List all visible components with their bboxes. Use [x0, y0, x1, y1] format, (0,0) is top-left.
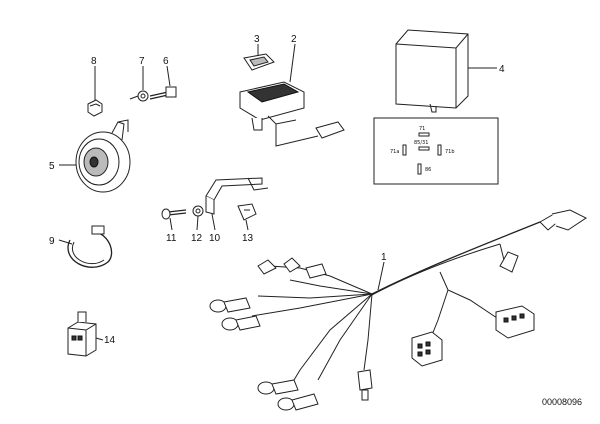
label-part-1: 1: [381, 252, 387, 263]
relay-pin-diagram: 71 85/31 71a 71b 86: [373, 117, 499, 185]
pin-71-label: 71: [419, 126, 425, 132]
horn-switch: [239, 81, 345, 147]
pin-85-31-label: 85/31: [414, 140, 428, 146]
label-part-14: 14: [104, 335, 116, 346]
cover-plate: [243, 53, 275, 71]
pin-86-label: 86: [425, 167, 431, 173]
leader-lines: [58, 43, 497, 341]
label-part-7: 7: [139, 56, 145, 67]
wiring-harness: [209, 209, 587, 411]
label-part-10: 10: [209, 233, 221, 244]
bracket: [205, 177, 269, 215]
horn: [75, 119, 131, 193]
connector-block: [67, 311, 97, 357]
label-part-5: 5: [49, 161, 55, 172]
label-part-3: 3: [254, 34, 260, 45]
nut: [87, 99, 103, 117]
relay: [395, 29, 469, 113]
pin-71b-label: 71b: [445, 149, 455, 155]
label-part-6: 6: [163, 56, 169, 67]
bolt: [149, 86, 177, 100]
clamp-ring: [67, 225, 113, 268]
label-part-2: 2: [291, 34, 297, 45]
document-number: 00008096: [542, 397, 582, 407]
part-labels: 8 7 6 3 2 4 5 9 11 12 10 13 14 1: [49, 34, 505, 346]
washer: [129, 90, 149, 102]
label-part-8: 8: [91, 56, 97, 67]
clip: [237, 203, 257, 221]
pin-71a-label: 71a: [390, 149, 399, 155]
label-part-12: 12: [191, 233, 203, 244]
label-part-11: 11: [166, 233, 177, 244]
screw: [161, 208, 187, 220]
label-part-4: 4: [499, 64, 505, 75]
small-washer: [192, 205, 204, 217]
label-part-9: 9: [49, 236, 55, 247]
label-part-13: 13: [242, 233, 254, 244]
